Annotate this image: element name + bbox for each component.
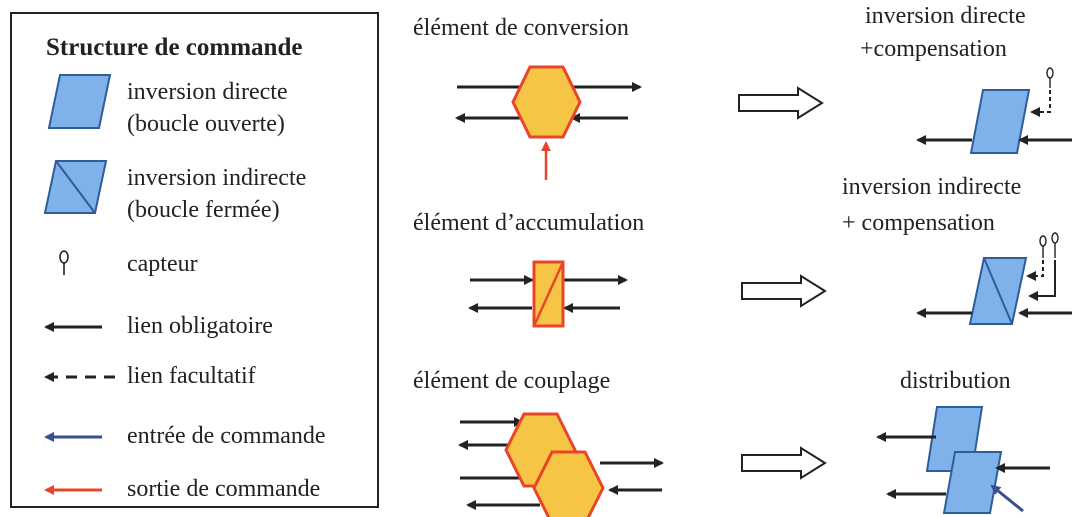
accumulation-element-group: élément d’accumulation: [413, 210, 644, 328]
coupling-element-label: élément de couplage: [413, 368, 610, 394]
legend: Structure de commande inversion directe …: [10, 12, 379, 508]
indirect-compensation-line1: inversion indirecte: [842, 174, 1021, 200]
direct-inversion-icon: [47, 74, 112, 129]
distribution-block-2-icon: [942, 451, 1003, 514]
optional-compensation-link-icon: [1030, 90, 1051, 117]
conversion-hexagon-icon: [511, 65, 582, 139]
accumulation-element-label: élément d’accumulation: [413, 210, 644, 236]
legend-sensor: capteur: [127, 251, 198, 277]
sensor-icon: [1046, 67, 1054, 88]
legend-control-input: entrée de commande: [127, 423, 326, 449]
coupling-hexagon-2-icon: [532, 450, 605, 517]
optional-compensation-link-icon: [1026, 260, 1044, 281]
direct-compensation-line2: +compensation: [860, 36, 1007, 62]
direct-compensation-group: inversion directe +compensation: [860, 3, 1072, 154]
sensor-icon: [1051, 232, 1059, 258]
transform-arrow-icon: [741, 274, 827, 308]
indirect-inversion-block-icon: [968, 257, 1028, 325]
accumulation-rectangle-icon: [532, 260, 565, 328]
legend-title: Structure de commande: [46, 34, 302, 61]
sensor-icon: [59, 250, 69, 275]
legend-indirect-inversion-line1: inversion indirecte: [127, 165, 306, 191]
indirect-compensation-line2: + compensation: [842, 210, 995, 236]
conversion-element-label: élément de conversion: [413, 15, 629, 41]
distribution-label: distribution: [900, 368, 1011, 394]
sensor-feedback-link-icon: [1028, 260, 1056, 301]
legend-indirect-inversion-line2: (boucle fermée): [127, 197, 280, 223]
legend-mandatory-link: lien obligatoire: [127, 313, 273, 339]
indirect-compensation-group: inversion indirecte + compensation: [842, 174, 1072, 325]
sensor-icon: [1039, 235, 1047, 258]
distribution-control-input-arrow-icon: [990, 484, 1024, 513]
direct-compensation-line1: inversion directe: [865, 3, 1026, 29]
legend-direct-inversion-line2: (boucle ouverte): [127, 111, 285, 137]
coupling-element-group: élément de couplage: [413, 368, 664, 517]
direct-inversion-block-icon: [969, 89, 1031, 154]
legend-control-output: sortie de commande: [127, 476, 320, 502]
transform-arrow-icon: [738, 86, 824, 120]
indirect-inversion-icon: [43, 160, 108, 214]
conversion-element-group: élément de conversion: [413, 15, 642, 180]
legend-direct-inversion-line1: inversion directe: [127, 79, 288, 105]
distribution-group: distribution: [876, 368, 1050, 514]
transform-arrow-icon: [741, 446, 827, 480]
legend-optional-link: lien facultatif: [127, 363, 256, 389]
